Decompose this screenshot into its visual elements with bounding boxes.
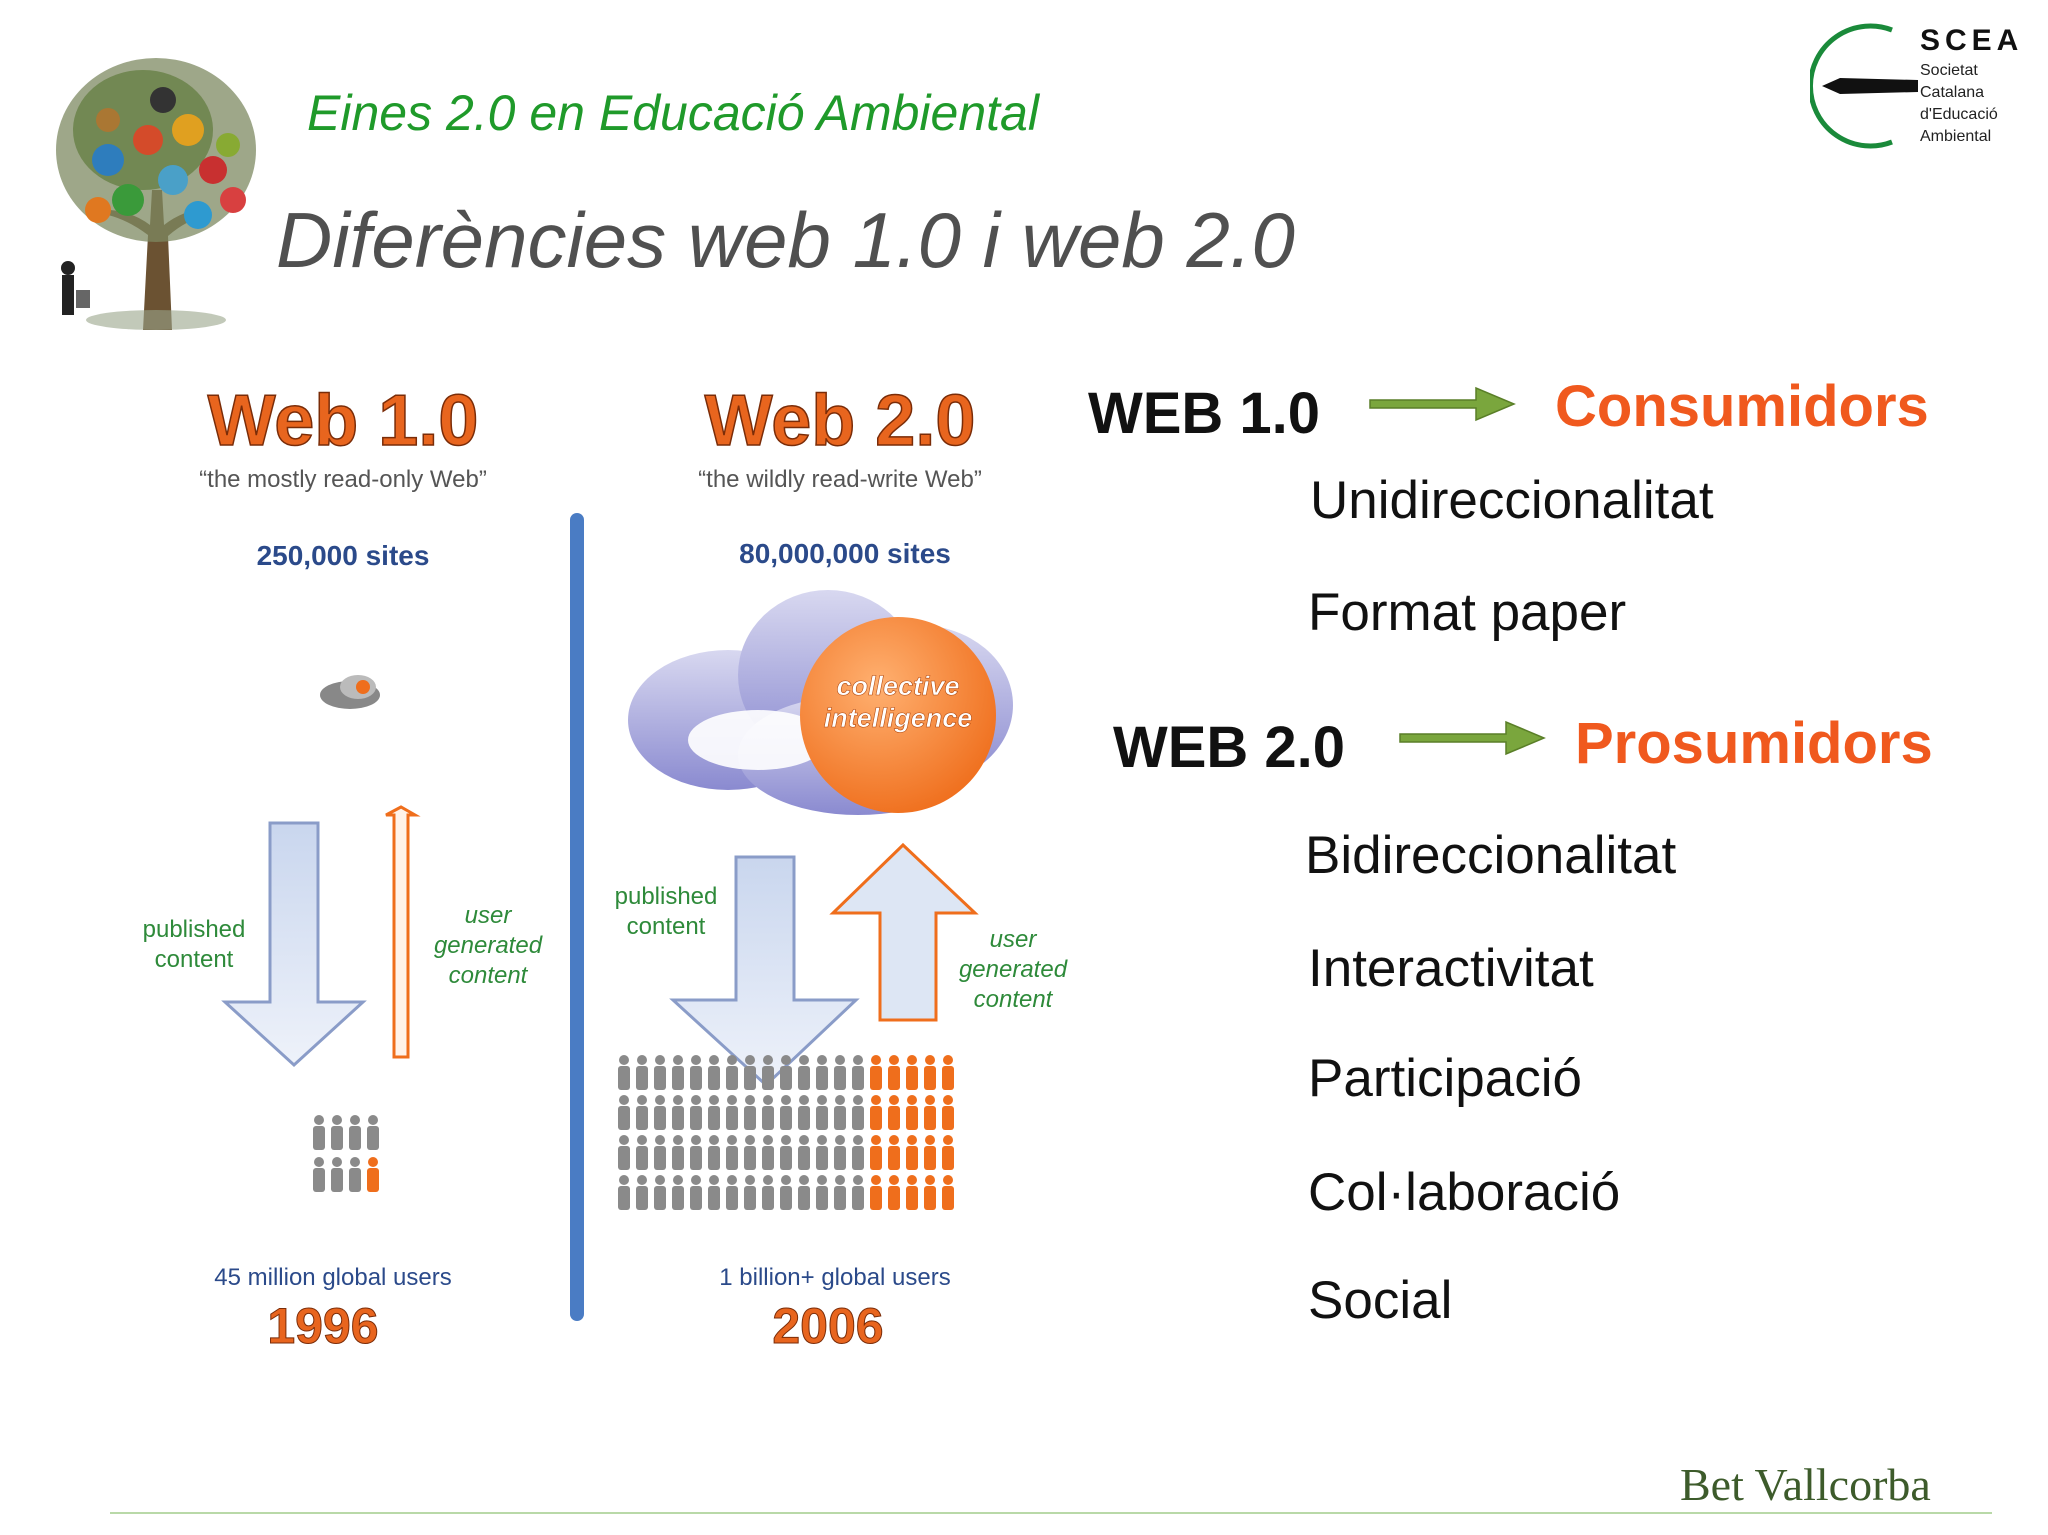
web1-ugc-arrow	[385, 805, 421, 1059]
web2-published-label-2: content	[627, 913, 706, 940]
web2-published-arrow	[669, 855, 860, 1088]
web1-feature-1: Unidireccionalitat	[1310, 471, 1714, 530]
web2-ugc-label-3: content	[974, 986, 1054, 1013]
web1-users: 45 million global users	[214, 1264, 451, 1291]
web1-tagline: “the mostly read-only Web”	[199, 466, 487, 493]
web2-role: Prosumidors	[1575, 711, 1933, 776]
web-comparison-diagram: Web 1.0 “the mostly read-only Web” 250,0…	[143, 380, 1068, 1354]
web2-feature-4: Col·laboració	[1308, 1163, 1621, 1222]
scea-line-1: Societat	[1920, 62, 1978, 79]
web2-arrow-icon	[1399, 720, 1546, 756]
web2-published-label-1: published	[615, 883, 718, 910]
web2-users: 1 billion+ global users	[719, 1264, 950, 1291]
web2-feature-2: Interactivitat	[1308, 939, 1594, 998]
scea-logo: SCEA Societat Catalana d'Educació Ambien…	[1810, 22, 2020, 150]
web2-sites: 80,000,000 sites	[739, 538, 951, 569]
cloud-label-2: intelligence	[824, 703, 973, 733]
footer-divider	[110, 1512, 1992, 1514]
web2-feature-1: Bidireccionalitat	[1305, 826, 1677, 885]
cloud-label-1: collective	[836, 671, 959, 701]
web2-users-crowd-icon	[618, 1055, 954, 1210]
web1-role: Consumidors	[1555, 374, 1929, 439]
web2-ugc-label-1: user	[990, 926, 1038, 953]
scea-line-4: Ambiental	[1920, 128, 1992, 145]
web2-year: 2006	[772, 1298, 883, 1354]
web1-feature-2: Format paper	[1308, 583, 1627, 642]
web2-label: WEB 2.0	[1113, 715, 1346, 780]
web1-published-label-1: published	[143, 916, 246, 943]
web1-published-label-2: content	[155, 946, 234, 973]
collective-intelligence-cloud-icon	[628, 590, 1013, 815]
web1-sites: 250,000 sites	[257, 540, 430, 571]
web1-heading: Web 1.0	[208, 381, 479, 461]
scea-line-2: Catalana	[1920, 84, 1985, 101]
diagram-divider	[570, 513, 584, 1321]
web2-feature-5: Social	[1308, 1271, 1453, 1330]
tree-logo-icon	[56, 58, 256, 330]
web2-ugc-label-2: generated	[959, 956, 1068, 983]
scea-line-3: d'Educació	[1920, 106, 1998, 123]
scea-emblem-icon	[1810, 23, 1918, 149]
page-title: Diferències web 1.0 i web 2.0	[276, 196, 1295, 284]
web1-ugc-label-2: generated	[434, 932, 543, 959]
subtitle: Eines 2.0 en Educació Ambiental	[307, 85, 1039, 141]
web2-heading: Web 2.0	[705, 381, 976, 461]
scea-name: SCEA	[1920, 24, 2024, 57]
web1-published-arrow	[221, 821, 367, 1068]
web1-users-crowd-icon	[313, 1115, 379, 1192]
web2-feature-3: Participació	[1308, 1049, 1582, 1108]
author-name: Bet Vallcorba	[1680, 1459, 1931, 1510]
web1-arrow-icon	[1369, 386, 1516, 422]
web1-label: WEB 1.0	[1088, 381, 1321, 446]
web2-tagline: “the wildly read-write Web”	[698, 466, 982, 493]
web1-ugc-label-1: user	[465, 902, 513, 929]
web1-year: 1996	[267, 1298, 378, 1354]
web1-ugc-label-3: content	[449, 962, 529, 989]
web2-ugc-arrow	[829, 842, 979, 1022]
small-cloud-icon	[320, 675, 380, 709]
